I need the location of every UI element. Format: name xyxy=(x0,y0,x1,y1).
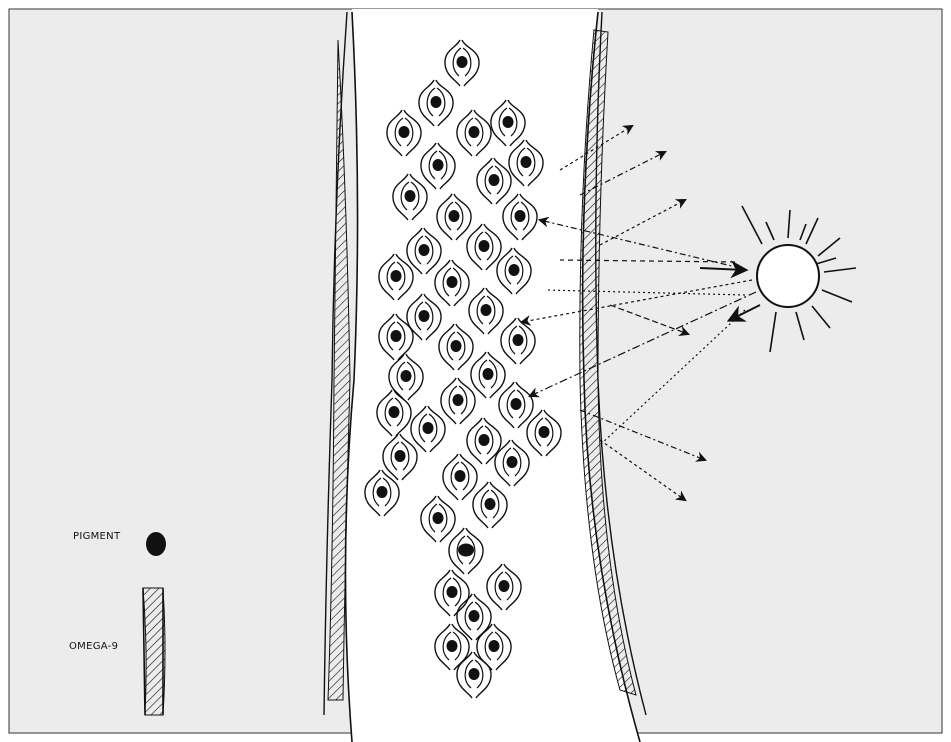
pigment-granule-icon xyxy=(479,240,490,252)
pigment-granule-icon xyxy=(433,159,444,171)
pigment-granule-icon xyxy=(419,310,430,322)
pigment-granule-icon xyxy=(469,126,480,138)
pigment-granule-icon xyxy=(521,156,532,168)
pigment-granule-icon xyxy=(146,532,166,556)
pigment-granule-icon xyxy=(399,126,410,138)
pigment-granule-icon xyxy=(377,486,388,498)
pigment-granule-icon xyxy=(499,580,510,592)
pigment-granule-icon xyxy=(431,96,442,108)
pigment-granule-icon xyxy=(419,244,430,256)
pigment-granule-icon xyxy=(481,304,492,316)
pigment-granule-icon xyxy=(515,210,526,222)
pigment-granule-icon xyxy=(449,210,460,222)
pigment-granule-icon xyxy=(401,370,412,382)
pigment-granule-icon xyxy=(433,512,444,524)
pigment-granule-icon xyxy=(389,406,400,418)
pigment-granule-icon xyxy=(507,456,518,468)
omega-legend-label: OMEGA-9 xyxy=(69,641,118,652)
pigment-granule-icon xyxy=(405,190,416,202)
pigment-granule-icon xyxy=(447,586,458,598)
pigment-granule-icon xyxy=(391,330,402,342)
pigment-granule-icon xyxy=(455,470,466,482)
pigment-granule-icon xyxy=(423,422,434,434)
pigment-granule-icon xyxy=(509,264,520,276)
pigment-granule-icon xyxy=(469,610,480,622)
pigment-granule-icon xyxy=(511,398,522,410)
pigment-granule-icon xyxy=(469,668,480,680)
pigment-granule-icon xyxy=(489,640,500,652)
pigment-granule-icon xyxy=(485,498,496,510)
pigment-granule-icon xyxy=(395,450,406,462)
pigment-granule-icon xyxy=(479,434,490,446)
pigment-granule-icon xyxy=(447,276,458,288)
pigment-granule-icon xyxy=(451,340,462,352)
pigment-granule-icon xyxy=(539,426,550,438)
pigment-granule-icon xyxy=(391,270,402,282)
pigment-granule-icon xyxy=(447,640,458,652)
pigment-legend-label: PIGMENT xyxy=(73,531,120,542)
omega-legend-swatch xyxy=(143,588,165,715)
pigment-granule-icon xyxy=(513,334,524,346)
pigment-granule-icon xyxy=(503,116,514,128)
pigment-granule-icon xyxy=(483,368,494,380)
pigment-granule-icon xyxy=(489,174,500,186)
pigment-granule-icon xyxy=(453,394,464,406)
pigment-granule-icon xyxy=(458,544,474,557)
pigment-granule-icon xyxy=(457,56,468,68)
